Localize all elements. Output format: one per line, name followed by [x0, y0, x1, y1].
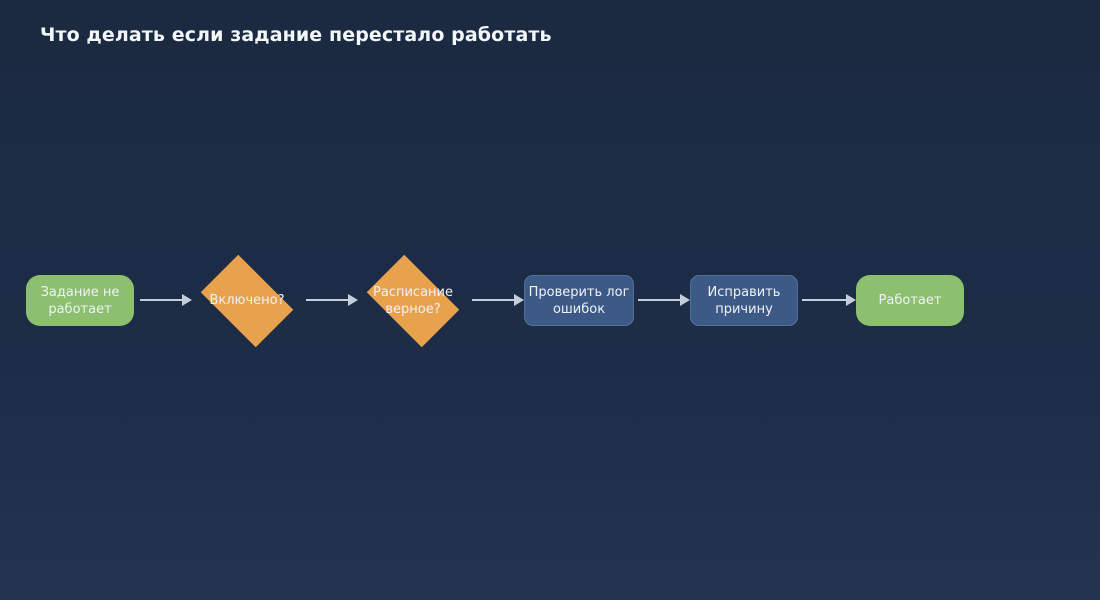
- flow-node-enabled[interactable]: Включено?: [192, 254, 302, 347]
- flow-node-label: Работает: [878, 293, 942, 308]
- flow-node-label: Включено?: [209, 293, 285, 308]
- arrow-right-icon: [514, 294, 524, 306]
- arrow-right-icon: [348, 294, 358, 306]
- flow-node-check-log[interactable]: Проверить лог ошибок: [524, 275, 634, 326]
- page-title: Что делать если задание перестало работа…: [40, 24, 552, 46]
- edge-line: [140, 299, 182, 301]
- flow-node-works[interactable]: Работает: [856, 275, 964, 326]
- flow-node-label: Задание не работает: [40, 284, 120, 317]
- flow-edge-check-log-to-fix-cause: [638, 294, 690, 306]
- arrow-right-icon: [680, 294, 690, 306]
- flow-node-fix-cause[interactable]: Исправить причину: [690, 275, 798, 326]
- flow-edge-start-to-enabled: [140, 294, 192, 306]
- flow-node-label: Исправить причину: [707, 284, 781, 317]
- flow-node-start[interactable]: Задание не работает: [26, 275, 134, 326]
- flow-edge-enabled-to-schedule: [306, 294, 358, 306]
- flow-node-label: Расписание верное?: [373, 284, 453, 317]
- edge-line: [472, 299, 514, 301]
- arrow-right-icon: [846, 294, 856, 306]
- edge-line: [802, 299, 846, 301]
- flow-node-schedule[interactable]: Расписание верное?: [358, 254, 468, 347]
- flow-edge-fix-cause-to-works: [802, 294, 856, 306]
- edge-line: [306, 299, 348, 301]
- flow-node-label: Проверить лог ошибок: [528, 284, 630, 317]
- edge-line: [638, 299, 680, 301]
- arrow-right-icon: [182, 294, 192, 306]
- flow-edge-schedule-to-check-log: [472, 294, 524, 306]
